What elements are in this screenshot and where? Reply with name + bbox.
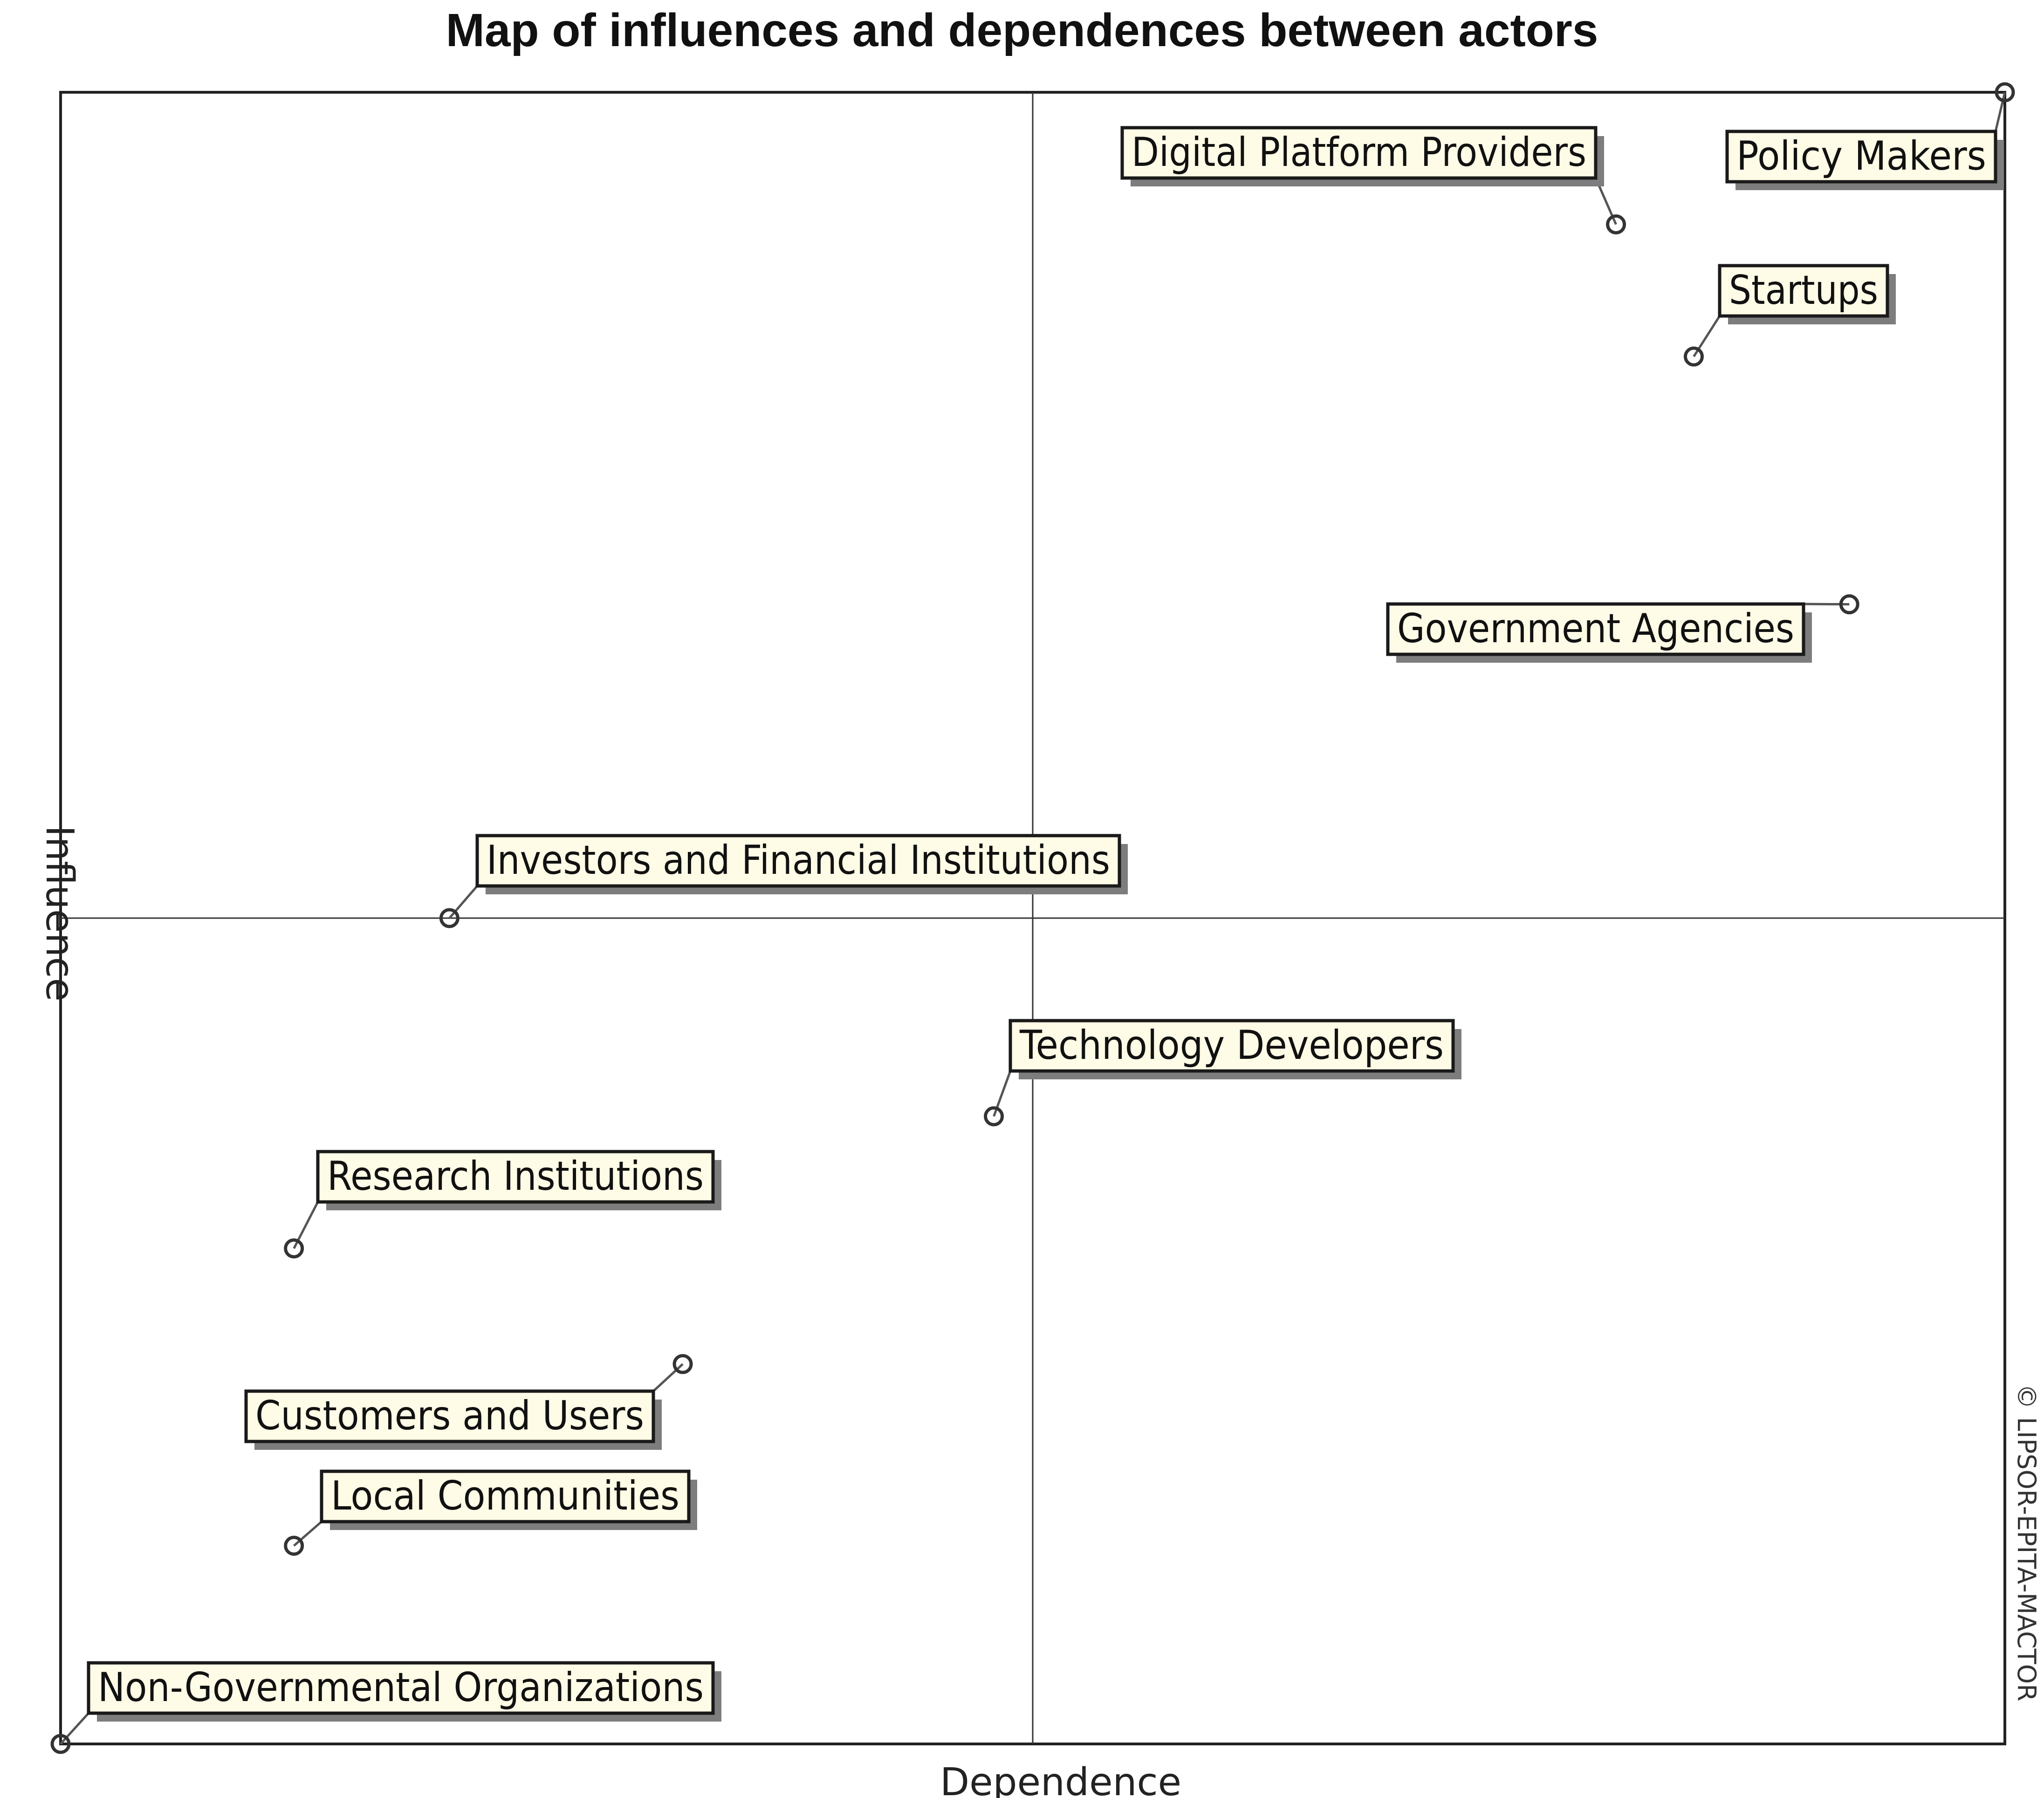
point-label-box (1718, 264, 1889, 318)
point-label-box (316, 1150, 715, 1204)
data-point (284, 1536, 304, 1556)
point-labels-layer: Digital Platform Providers Policy MakersS… (60, 92, 2006, 1745)
point-label: Digital Platform Providers (1132, 129, 1586, 176)
leader-line (293, 1521, 322, 1547)
data-point (50, 1734, 71, 1754)
chart-title: Map of influences and dependences betwee… (446, 4, 1598, 56)
leader-line (448, 885, 478, 919)
data-point (984, 1106, 1004, 1126)
point-label-box (87, 1661, 715, 1715)
point-label: Investors and Financial Institutions (487, 837, 1110, 884)
data-point (1606, 214, 1626, 235)
leader-line (652, 1363, 684, 1392)
point-label: Research Institutions (327, 1153, 704, 1200)
data-point (672, 1354, 693, 1374)
point-label-box (1008, 1019, 1455, 1073)
point-label: Non-Governmental Organizations (98, 1664, 704, 1711)
plot-frame-layer (59, 91, 2006, 1745)
data-point (1683, 346, 1704, 367)
point-label-box (244, 1389, 655, 1443)
point-label-box (320, 1469, 691, 1523)
y-axis-label: Influence (37, 825, 82, 1002)
point-label-box (1725, 130, 1997, 184)
data-point (1995, 82, 2015, 103)
data-point (439, 908, 460, 928)
x-axis-label: Dependence (940, 1760, 1181, 1798)
point-label: Government Agencies (1397, 605, 1794, 652)
data-point (284, 1238, 304, 1259)
point-label: Local Communities (331, 1473, 679, 1519)
point-markers-layer (50, 82, 2015, 1754)
point-label: Startups (1729, 267, 1878, 314)
point-label: Technology Developers (1019, 1022, 1444, 1069)
leader-line (1994, 92, 2006, 132)
leader-line (60, 1712, 89, 1745)
point-label: Customers and Users (255, 1393, 644, 1439)
point-label-box (475, 834, 1121, 888)
point-label-box (1386, 602, 1805, 656)
data-point (1839, 594, 1859, 615)
point-label-box (1120, 126, 1598, 180)
copyright-note: © LIPSOR-EPITA-MACTOR (2012, 1384, 2041, 1701)
point-label: Policy Makers (1736, 133, 1986, 179)
